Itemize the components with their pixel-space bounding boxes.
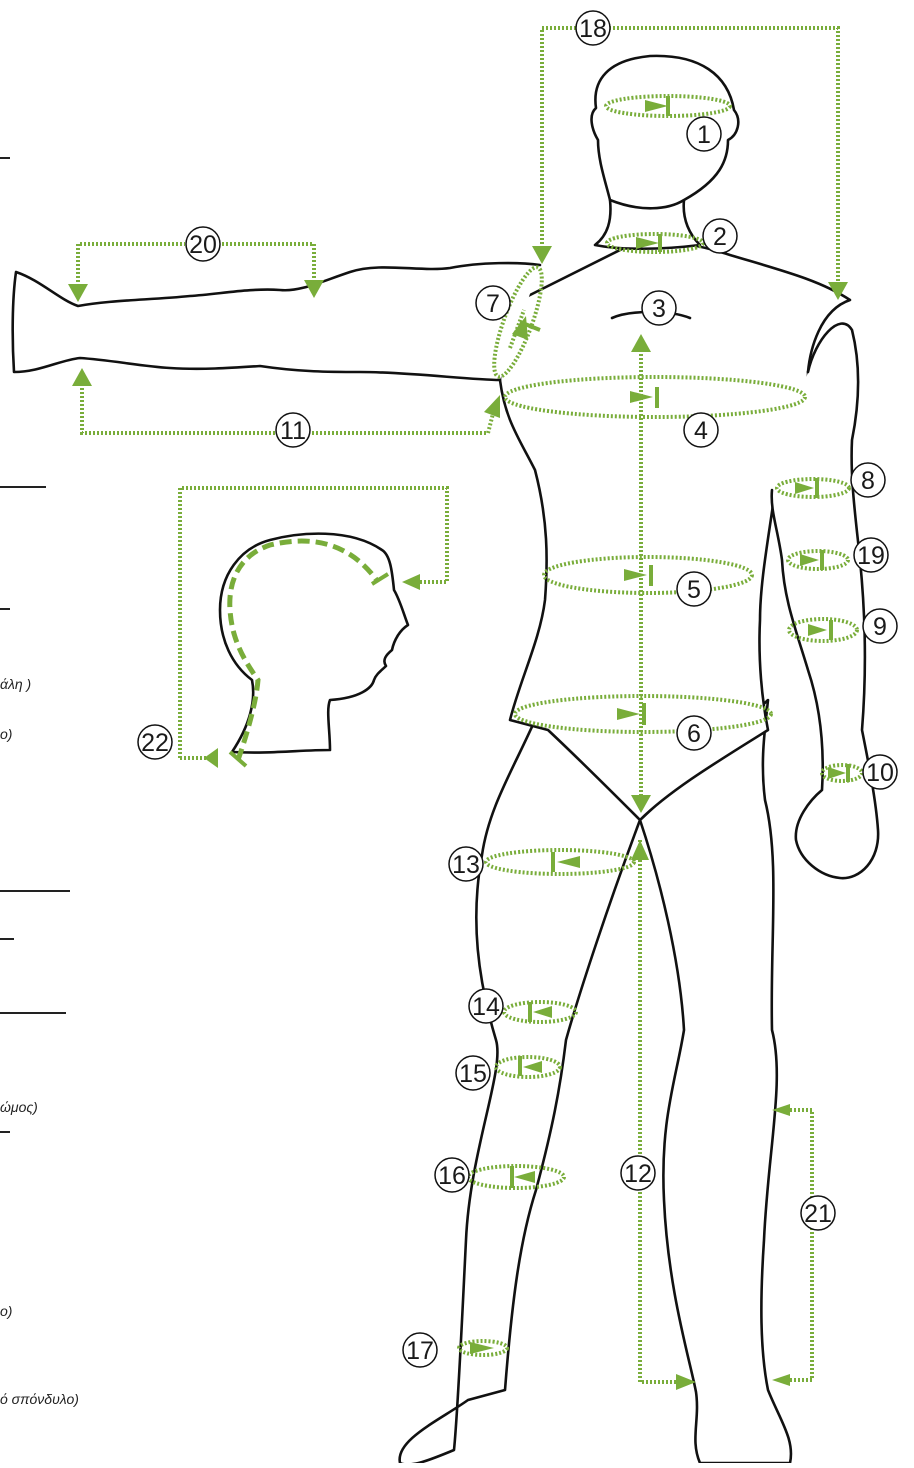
measurement-number-16: 16 xyxy=(435,1158,469,1192)
divider-line xyxy=(0,486,46,488)
measurement-number-21: 21 xyxy=(801,1196,835,1230)
measurement-number-7: 7 xyxy=(476,286,510,320)
measurement-number-6: 6 xyxy=(677,716,711,750)
measurement-number-label: 2 xyxy=(713,223,727,251)
measurement-number-label: 11 xyxy=(280,417,306,445)
left-arm xyxy=(13,263,540,380)
measurement-number-label: 10 xyxy=(866,759,894,787)
divider-line xyxy=(0,938,14,940)
divider-line xyxy=(0,157,10,159)
divider-line xyxy=(0,890,70,892)
measurement-number-label: 8 xyxy=(861,467,875,495)
side-text-fragment: άλη ) xyxy=(0,676,31,692)
guide-line-11 xyxy=(82,372,276,433)
measurement-number-12: 12 xyxy=(621,1156,655,1190)
measurement-number-2: 2 xyxy=(703,219,737,253)
measurement-number-8: 8 xyxy=(851,463,885,497)
measurement-number-label: 5 xyxy=(687,576,701,604)
side-text-fragment: ο) xyxy=(0,726,12,742)
measurement-number-3: 3 xyxy=(642,291,676,325)
measurement-number-14: 14 xyxy=(469,989,503,1023)
guide-line-21 xyxy=(778,1110,812,1380)
guide-line-11b xyxy=(312,402,496,433)
measurement-number-10: 10 xyxy=(863,755,897,789)
measurement-number-label: 20 xyxy=(189,231,217,259)
measurement-number-4: 4 xyxy=(684,413,718,447)
measurement-number-20: 20 xyxy=(186,227,220,261)
measurement-number-17: 17 xyxy=(403,1333,437,1367)
measurement-number-label: 21 xyxy=(804,1200,832,1228)
measurement-number-label: 1 xyxy=(697,121,711,149)
measurement-number-11: 11 xyxy=(276,413,310,447)
guide-line-20 xyxy=(78,244,185,298)
measurement-number-22: 22 xyxy=(138,725,172,759)
measurement-number-13: 13 xyxy=(449,847,483,881)
measurement-number-9: 9 xyxy=(863,609,897,643)
measurement-number-5: 5 xyxy=(677,572,711,606)
measurement-number-label: 19 xyxy=(857,542,885,570)
measurement-number-1: 1 xyxy=(687,117,721,151)
measurement-number-label: 15 xyxy=(459,1060,487,1088)
measurement-number-label: 12 xyxy=(624,1160,652,1188)
right-leg xyxy=(640,700,791,1463)
measurement-number-label: 22 xyxy=(141,729,169,757)
divider-line xyxy=(0,608,10,610)
measurement-number-label: 14 xyxy=(472,993,500,1021)
guide-line-20b xyxy=(222,244,314,294)
measurement-number-19: 19 xyxy=(854,538,888,572)
measurement-number-label: 16 xyxy=(438,1162,466,1190)
measurement-number-label: 13 xyxy=(452,851,480,879)
measurement-number-label: 4 xyxy=(694,417,708,445)
measurement-number-label: 6 xyxy=(687,720,701,748)
side-text-fragment: ο) xyxy=(0,1303,12,1319)
guide-line-18 xyxy=(542,28,585,260)
measurement-number-label: 9 xyxy=(873,613,887,641)
measurement-number-label: 7 xyxy=(486,290,500,318)
body-outline xyxy=(13,56,878,1463)
measurement-number-label: 3 xyxy=(652,295,666,323)
measurement-number-15: 15 xyxy=(456,1056,490,1090)
measurement-number-label: 18 xyxy=(579,15,607,43)
measurement-number-label: 17 xyxy=(406,1337,434,1365)
measurement-number-18: 18 xyxy=(576,11,610,45)
side-text-fragment: ώμος) xyxy=(0,1099,38,1115)
divider-line xyxy=(0,1131,10,1133)
side-text-fragment: ό σπόνδυλο) xyxy=(0,1391,79,1407)
divider-line xyxy=(0,1012,66,1014)
